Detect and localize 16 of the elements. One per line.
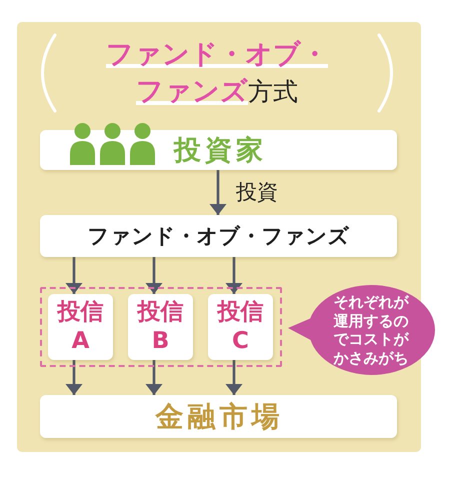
arrow (146, 257, 162, 294)
callout-text: それぞれが運用するのでコストがかさみがち (332, 293, 410, 367)
arrow (66, 257, 82, 294)
arrow (66, 360, 82, 395)
fund-box: 投信B (128, 294, 193, 360)
edge-label: 投資 (236, 180, 278, 204)
fund-box: 投信A (48, 294, 113, 360)
arrow (210, 170, 226, 215)
dashed-frame (40, 287, 282, 367)
arrow (146, 360, 162, 395)
arrow (226, 257, 242, 294)
arrow (226, 360, 242, 395)
box-label: 投資家 (172, 134, 267, 168)
process-box: ファンド・オブ・ファンズ (40, 215, 397, 257)
fund-box: 投信C (208, 294, 273, 360)
process-box: 金融市場 (40, 395, 397, 438)
